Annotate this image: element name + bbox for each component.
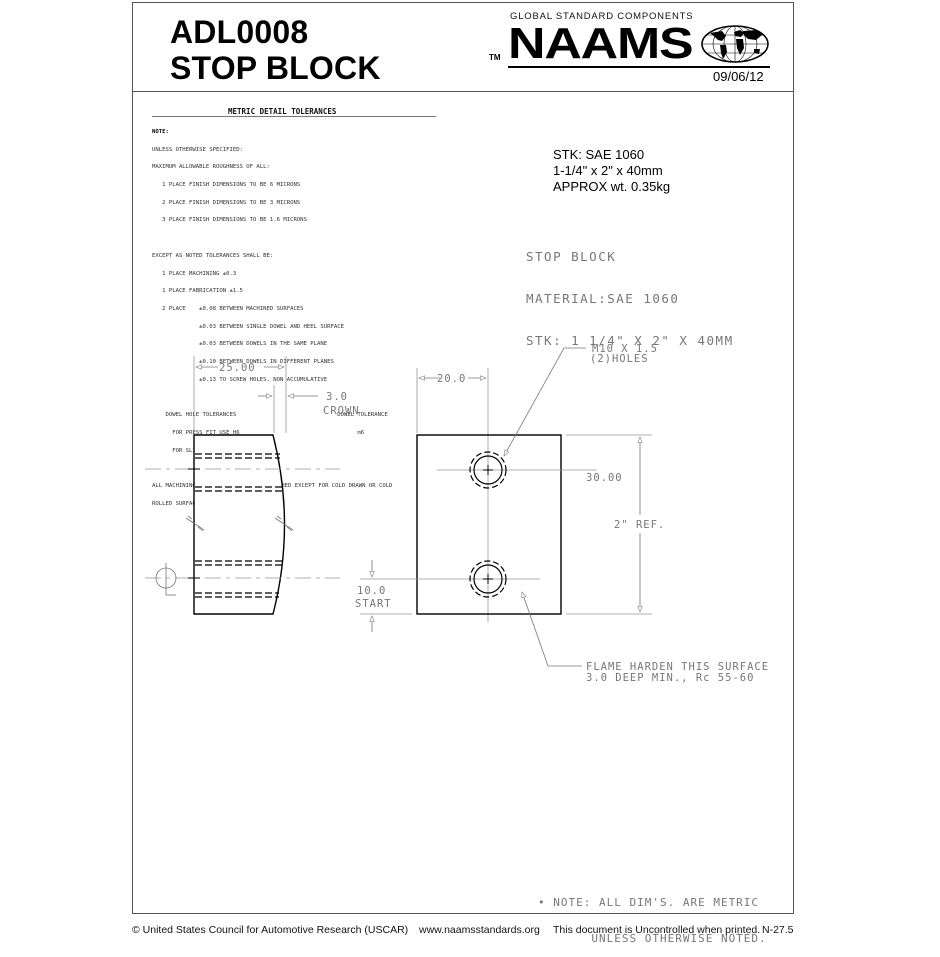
- tolerance-line: ±0.03 BETWEEN SINGLE DOWEL AND HEEL SURF…: [152, 323, 344, 330]
- dim-crown-label: CROWN: [323, 405, 360, 417]
- drawing-frame: [132, 2, 794, 914]
- tolerance-line: 2 PLACE FINISH DIMENSIONS TO BE 3 MICRON…: [152, 199, 301, 206]
- harden-note-line2: 3.0 DEEP MIN., Rc 55-60: [586, 672, 754, 684]
- dim-start-value: 10.0: [357, 585, 386, 597]
- thread-hole-top: [469, 451, 507, 489]
- tolerances-block: NOTE: UNLESS OTHERWISE SPECIFIED: MAXIMU…: [152, 118, 442, 514]
- dim-width-front: 20.0: [437, 373, 466, 385]
- cad-title-material: MATERIAL:SAE 1060: [526, 291, 680, 306]
- tolerance-line: 1 PLACE FINISH DIMENSIONS TO BE 6 MICRON…: [152, 181, 301, 188]
- brand-logo: NAAMS: [508, 19, 694, 68]
- tolerance-line: DOWEL HOLE TOLERANCES DOWEL TOLERANCE: [152, 412, 388, 419]
- tolerance-line: MAXIMUM ALLOWABLE ROUGHNESS OF ALL:: [152, 164, 270, 171]
- metric-note: • NOTE: ALL DIM'S. ARE METRIC UNLESS OTH…: [538, 873, 767, 957]
- tolerance-line: ±0.13 TO SCREW HOLES, NON ACCUMULATIVE: [152, 376, 328, 383]
- cad-title-block: STOP BLOCK MATERIAL:SAE 1060 STK: 1 1/4"…: [526, 222, 734, 362]
- tolerance-line: 1 PLACE MACHINING ±0.3: [152, 270, 237, 277]
- cad-title-stock: STK: 1 1/4" X 2" X 40MM: [526, 333, 734, 348]
- dim-start-label: START: [355, 598, 392, 610]
- globe-icon: [701, 25, 769, 63]
- trademark: TM: [489, 53, 501, 62]
- thread-hole-bottom: [469, 560, 507, 598]
- dim-width-side: 25.00: [219, 362, 256, 374]
- centerline-symbol-icon: [155, 563, 177, 596]
- tolerance-line: ROLLED SURFACES: [152, 500, 203, 507]
- revision-date: 09/06/12: [713, 69, 764, 84]
- tolerance-line: ±0.03 BETWEEN DOWELS IN THE SAME PLANE: [152, 341, 328, 348]
- stock-size: 1-1/4" x 2" x 40mm: [553, 163, 663, 178]
- tolerance-line: ±0.10 BETWEEN DOWELS IN DIFFERENT PLANES: [152, 359, 334, 366]
- footer-disclaimer: This document is Uncontrolled when print…: [553, 924, 761, 936]
- tolerance-line: EXCEPT AS NOTED TOLERANCES SHALL BE:: [152, 252, 274, 259]
- front-view: [360, 347, 652, 667]
- tolerance-line: NOTE:: [152, 128, 169, 135]
- stock-info: STK: SAE 1060 1-1/4" x 2" x 40mm APPROX …: [553, 147, 670, 195]
- harden-note-line1: FLAME HARDEN THIS SURFACE: [586, 661, 769, 673]
- footer-page-code: N-27.5: [762, 924, 794, 936]
- dim-crown-value: 3.0: [326, 391, 348, 403]
- stock-weight: APPROX wt. 0.35kg: [553, 179, 671, 194]
- brand-tagline: GLOBAL STANDARD COMPONENTS: [510, 11, 694, 22]
- logo-underline: [508, 66, 770, 68]
- tolerances-rule: [152, 116, 436, 117]
- thread-spec: M10 X 1.5: [592, 343, 658, 355]
- part-number: ADL0008: [170, 14, 309, 50]
- dim-hole-spacing: 30.00: [586, 472, 623, 484]
- thread-count: (2)HOLES: [590, 353, 649, 365]
- tolerance-line: 1 PLACE FABRICATION ±1.5: [152, 288, 243, 295]
- footer-copyright: © United States Council for Automotive R…: [132, 924, 409, 936]
- footer-website[interactable]: www.naamsstandards.org: [419, 924, 540, 936]
- tolerances-title: METRIC DETAIL TOLERANCES: [228, 107, 337, 116]
- metric-note-line1: • NOTE: ALL DIM'S. ARE METRIC: [538, 896, 760, 909]
- stock-material: STK: SAE 1060: [553, 147, 645, 162]
- part-name: STOP BLOCK: [170, 50, 381, 86]
- tolerance-line: UNLESS OTHERWISE SPECIFIED:: [152, 146, 243, 153]
- dim-height-ref: 2" REF.: [614, 519, 665, 531]
- page-title: ADL0008 STOP BLOCK: [170, 14, 381, 86]
- tolerance-line: 2 PLACE ±0.08 BETWEEN MACHINED SURFACES: [152, 305, 304, 312]
- cad-title-name: STOP BLOCK: [526, 249, 617, 264]
- tolerance-line: 3 PLACE FINISH DIMENSIONS TO BE 1.6 MICR…: [152, 217, 307, 224]
- side-view: [145, 356, 340, 615]
- header-divider: [132, 91, 794, 92]
